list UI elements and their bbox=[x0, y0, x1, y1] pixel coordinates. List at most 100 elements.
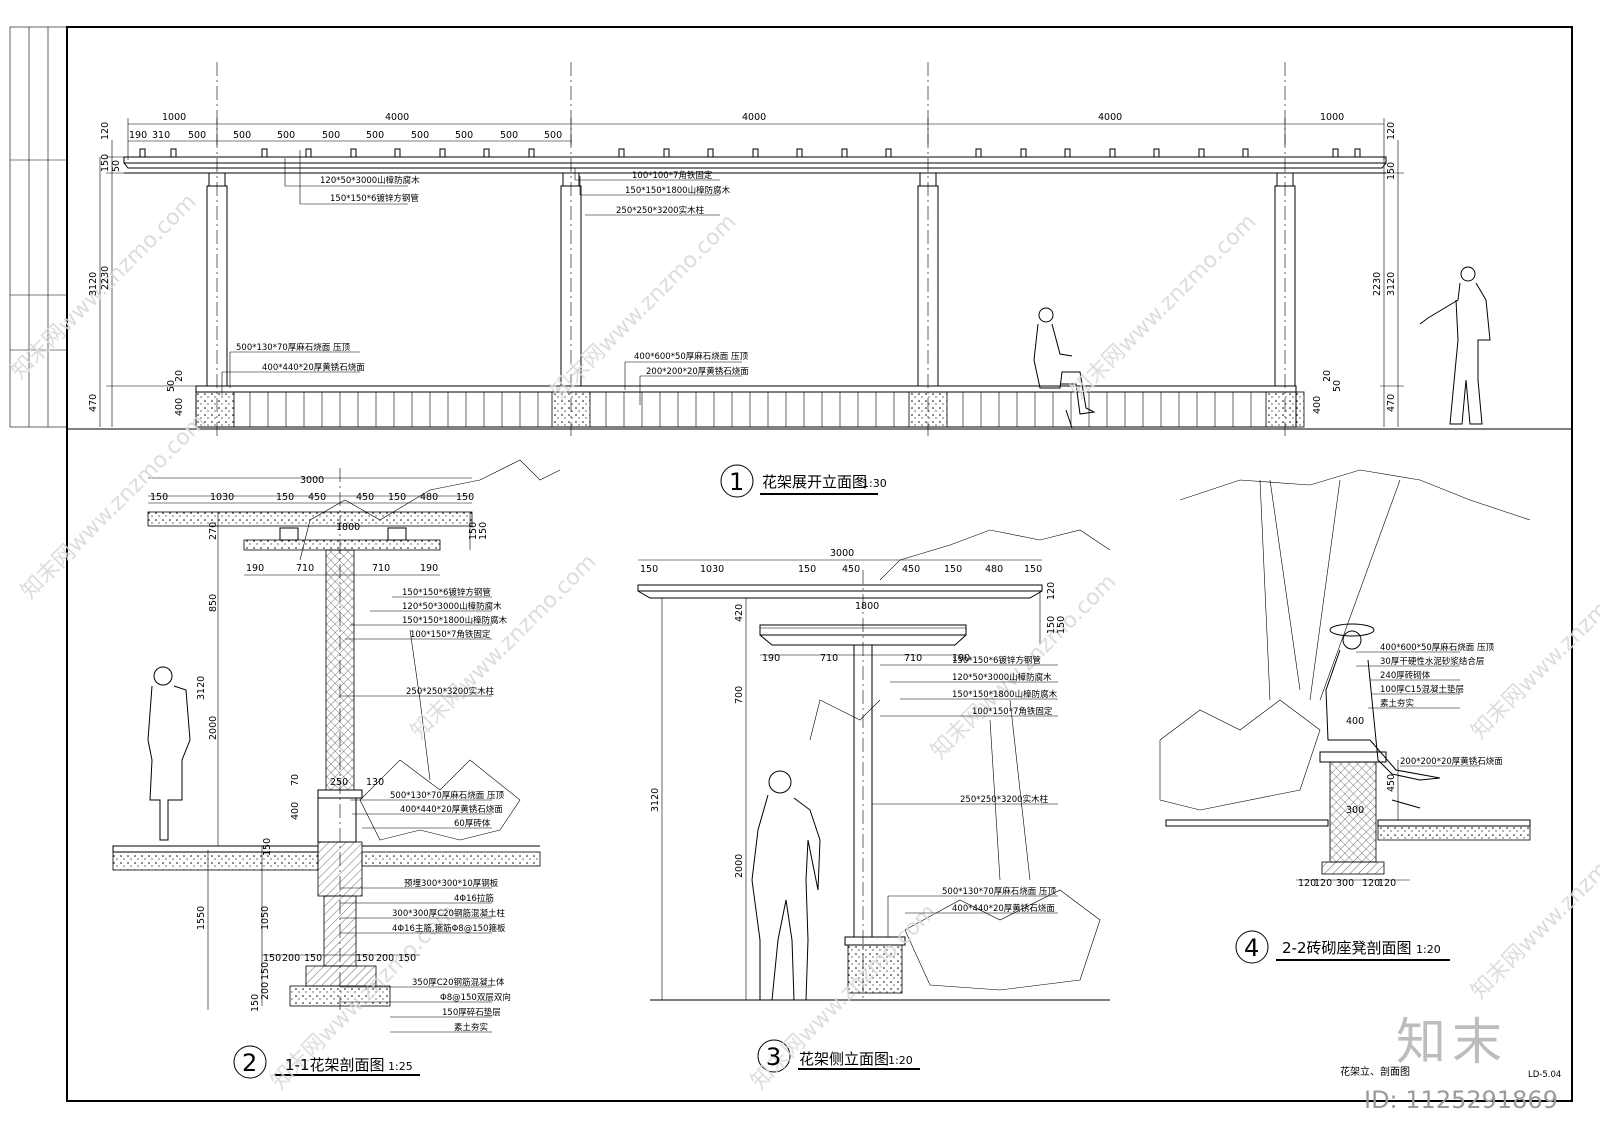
svg-text:120*50*3000山樟防腐木: 120*50*3000山樟防腐木 bbox=[320, 175, 420, 186]
svg-text:1:30: 1:30 bbox=[862, 477, 887, 490]
svg-text:150厚碎石垫层: 150厚碎石垫层 bbox=[442, 1007, 501, 1018]
svg-text:1050: 1050 bbox=[260, 906, 271, 930]
svg-text:450: 450 bbox=[842, 564, 860, 575]
svg-text:190: 190 bbox=[246, 563, 264, 574]
svg-text:120: 120 bbox=[100, 122, 111, 140]
svg-text:4: 4 bbox=[1244, 934, 1259, 962]
svg-text:70: 70 bbox=[290, 774, 301, 786]
svg-text:150*150*1800山樟防腐木: 150*150*1800山樟防腐木 bbox=[402, 615, 508, 626]
svg-text:150: 150 bbox=[1046, 616, 1057, 634]
svg-text:300: 300 bbox=[1336, 878, 1354, 889]
svg-text:3000: 3000 bbox=[300, 475, 324, 486]
side-elevation-title: 3 花架侧立面图 1:20 bbox=[766, 1043, 913, 1071]
svg-text:500: 500 bbox=[411, 130, 429, 141]
svg-text:710: 710 bbox=[296, 563, 314, 574]
svg-text:3120: 3120 bbox=[88, 272, 99, 296]
svg-text:240厚砖砌体: 240厚砖砌体 bbox=[1380, 670, 1431, 681]
svg-text:花架展开立面图: 花架展开立面图 bbox=[762, 473, 867, 491]
svg-text:400: 400 bbox=[290, 802, 301, 820]
svg-text:500: 500 bbox=[366, 130, 384, 141]
svg-text:50: 50 bbox=[111, 160, 122, 172]
svg-text:1-1花架剖面图: 1-1花架剖面图 bbox=[285, 1056, 385, 1074]
svg-text:190: 190 bbox=[420, 563, 438, 574]
svg-text:150: 150 bbox=[150, 492, 168, 503]
svg-text:850: 850 bbox=[208, 594, 219, 612]
svg-text:花架立、剖面图: 花架立、剖面图 bbox=[1340, 1065, 1410, 1078]
svg-text:4000: 4000 bbox=[742, 112, 766, 123]
elevation-dimension-labels: 1000 4000 4000 4000 1000 190 310 500 500… bbox=[88, 112, 1397, 416]
svg-text:250: 250 bbox=[330, 777, 348, 788]
svg-text:450: 450 bbox=[356, 492, 374, 503]
svg-text:710: 710 bbox=[372, 563, 390, 574]
svg-text:450: 450 bbox=[308, 492, 326, 503]
svg-text:400*440*20厚黄锈石烧面: 400*440*20厚黄锈石烧面 bbox=[400, 804, 503, 815]
svg-text:100*100*7角铁固定: 100*100*7角铁固定 bbox=[632, 170, 713, 181]
svg-text:150: 150 bbox=[640, 564, 658, 575]
svg-text:4Φ16主筋,箍筋Φ8@150箍板: 4Φ16主筋,箍筋Φ8@150箍板 bbox=[392, 923, 506, 934]
svg-text:3120: 3120 bbox=[650, 788, 661, 812]
svg-text:120: 120 bbox=[1314, 878, 1332, 889]
svg-text:350厚C20钢筋混凝土体: 350厚C20钢筋混凝土体 bbox=[412, 977, 505, 988]
svg-text:150: 150 bbox=[100, 154, 111, 172]
svg-text:4000: 4000 bbox=[385, 112, 409, 123]
svg-text:4Φ16拉筋: 4Φ16拉筋 bbox=[454, 893, 494, 904]
side-elevation-notes: 150*150*6镀锌方钢管 120*50*3000山樟防腐木 150*150*… bbox=[872, 655, 1058, 937]
svg-text:500*130*70厚麻石烧面 压顶: 500*130*70厚麻石烧面 压顶 bbox=[390, 790, 504, 801]
svg-text:400: 400 bbox=[1312, 396, 1323, 414]
svg-text:知末网www.znzmo.com: 知末网www.znzmo.com bbox=[407, 549, 602, 744]
side-elevation-labels: 3000 150 1030 150 450 450 150 480 150 18… bbox=[640, 548, 1067, 878]
svg-text:素土夯实: 素土夯实 bbox=[454, 1022, 488, 1033]
svg-text:150: 150 bbox=[468, 522, 479, 540]
svg-text:250*250*3200实木柱: 250*250*3200实木柱 bbox=[960, 794, 1049, 805]
svg-text:2230: 2230 bbox=[1372, 272, 1383, 296]
svg-text:470: 470 bbox=[1386, 394, 1397, 412]
svg-text:250*250*3200实木柱: 250*250*3200实木柱 bbox=[616, 205, 705, 216]
svg-text:2230: 2230 bbox=[100, 266, 111, 290]
svg-text:知末网www.znzmo.com: 知末网www.znzmo.com bbox=[927, 569, 1122, 764]
svg-text:1:25: 1:25 bbox=[388, 1060, 413, 1073]
svg-text:150: 150 bbox=[260, 962, 271, 980]
svg-text:200: 200 bbox=[260, 982, 271, 1000]
brand-logo: 知末 bbox=[1396, 1013, 1508, 1071]
svg-text:400*440*20厚黄锈石烧面: 400*440*20厚黄锈石烧面 bbox=[952, 903, 1055, 914]
section-11-labels: 3000 150 1030 150 450 450 150 480 150 18… bbox=[150, 475, 489, 1012]
svg-text:1000: 1000 bbox=[1320, 112, 1344, 123]
svg-text:150: 150 bbox=[478, 522, 489, 540]
svg-text:2000: 2000 bbox=[734, 854, 745, 878]
side-elevation-drawing bbox=[637, 529, 1111, 1001]
svg-text:400: 400 bbox=[174, 398, 185, 416]
svg-text:1:20: 1:20 bbox=[888, 1054, 913, 1067]
svg-text:150: 150 bbox=[388, 492, 406, 503]
svg-text:450: 450 bbox=[902, 564, 920, 575]
svg-text:1800: 1800 bbox=[336, 522, 360, 533]
svg-text:200: 200 bbox=[282, 953, 300, 964]
svg-text:480: 480 bbox=[985, 564, 1003, 575]
svg-text:450: 450 bbox=[1386, 774, 1397, 792]
svg-text:120*50*3000山樟防腐木: 120*50*3000山樟防腐木 bbox=[952, 672, 1052, 683]
section-11-notes: 150*150*6镀锌方钢管 120*50*3000山樟防腐木 150*150*… bbox=[340, 587, 511, 1033]
svg-text:LD-5.04: LD-5.04 bbox=[1528, 1070, 1561, 1080]
svg-text:150: 150 bbox=[456, 492, 474, 503]
svg-text:2: 2 bbox=[242, 1049, 257, 1077]
svg-text:300*300厚C20钢筋混凝土柱: 300*300厚C20钢筋混凝土柱 bbox=[392, 908, 505, 919]
svg-text:1:20: 1:20 bbox=[1416, 943, 1441, 956]
svg-text:500: 500 bbox=[277, 130, 295, 141]
standing-person-figure bbox=[1419, 266, 1491, 425]
section-11-drawing bbox=[112, 459, 561, 1010]
svg-text:150*150*1800山樟防腐木: 150*150*1800山樟防腐木 bbox=[625, 185, 731, 196]
id-label: ID: 1125291869 bbox=[1364, 1086, 1558, 1114]
svg-text:470: 470 bbox=[88, 394, 99, 412]
svg-text:150: 150 bbox=[1386, 162, 1397, 180]
svg-text:1550: 1550 bbox=[196, 906, 207, 930]
sheet-info: 花架立、剖面图 LD-5.04 bbox=[1340, 1065, 1561, 1080]
svg-text:2000: 2000 bbox=[208, 716, 219, 740]
svg-text:120: 120 bbox=[1378, 878, 1396, 889]
svg-text:190: 190 bbox=[762, 653, 780, 664]
section-22-title: 4 2-2砖砌座凳剖面图 1:20 bbox=[1244, 934, 1441, 962]
section-22-drawing bbox=[1159, 469, 1531, 881]
svg-text:60厚砖体: 60厚砖体 bbox=[454, 818, 491, 829]
elevation-title: 1 花架展开立面图 1:30 bbox=[729, 468, 887, 496]
svg-text:300: 300 bbox=[1346, 805, 1364, 816]
svg-text:150: 150 bbox=[304, 953, 322, 964]
